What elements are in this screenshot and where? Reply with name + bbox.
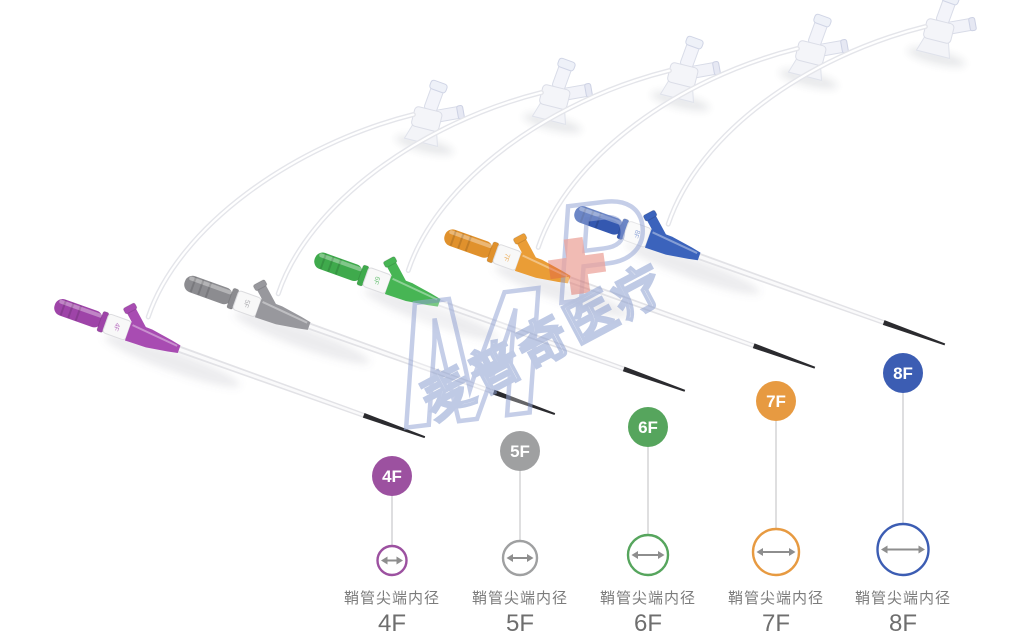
stopcock-shadow	[523, 113, 582, 134]
dilator-tip	[882, 320, 946, 346]
dilator-cap	[54, 298, 103, 328]
sheath-hub	[644, 228, 701, 261]
device-shadow	[624, 242, 760, 295]
stopcock-valve	[523, 57, 593, 134]
annotation-column-8F: 8F 鞘管尖端内径 8F	[855, 353, 951, 632]
device-shadow	[494, 265, 630, 318]
tip-size-value: 8F	[889, 610, 917, 632]
tip-inner-diameter-caption: 鞘管尖端内径	[472, 590, 568, 607]
size-badge-label: 7F	[766, 392, 786, 411]
extension-tube	[665, 24, 928, 227]
hub-collar	[232, 290, 262, 317]
dilator-tip	[752, 343, 816, 369]
hub-collar	[362, 267, 392, 294]
tip-size-value: 7F	[762, 610, 790, 632]
watermark-letter-p: P	[544, 169, 655, 333]
device-6F: 6F	[314, 252, 686, 392]
tip-size-value: 6F	[634, 610, 662, 632]
size-badge-label: 5F	[510, 442, 530, 461]
sheath-hub	[124, 321, 181, 354]
tip-inner-diameter-caption: 鞘管尖端内径	[855, 590, 951, 607]
tip-size-value: 4F	[378, 610, 406, 632]
watermark-letter-m: M	[383, 250, 558, 466]
dilator-cap	[444, 229, 493, 258]
device-8F: 8F	[574, 206, 946, 346]
dilator-cap	[184, 275, 233, 305]
annotation-column-5F: 5F 鞘管尖端内径 5F	[472, 431, 568, 632]
device-7F: 7F	[444, 229, 816, 369]
device-shadow	[364, 288, 500, 341]
dilator-tip	[362, 412, 426, 439]
annotation-column-7F: 7F 鞘管尖端内径 7F	[728, 381, 824, 632]
dilator-tip	[622, 366, 686, 392]
stopcock-shadow	[395, 135, 454, 156]
tip-size-value: 5F	[506, 610, 534, 632]
stopcock-valve	[651, 35, 721, 112]
collar-size-print: 5F	[241, 298, 250, 308]
device-5F: 5F	[184, 275, 556, 415]
size-badge-label: 6F	[638, 418, 658, 437]
tip-inner-diameter-caption: 鞘管尖端内径	[728, 590, 824, 607]
stopcock-shadow	[907, 47, 966, 68]
size-badge-label: 8F	[893, 364, 913, 383]
extension-tube	[405, 68, 672, 274]
tip-inner-diameter-caption: 鞘管尖端内径	[344, 590, 440, 607]
tip-inner-diameter-caption: 鞘管尖端内径	[600, 590, 696, 607]
stopcock-shadow	[779, 69, 838, 90]
device-shadow	[234, 311, 370, 364]
size-badge	[883, 353, 923, 393]
sheath-hub	[384, 275, 441, 307]
dilator-tip	[492, 389, 556, 415]
stopcock-valve	[779, 13, 849, 90]
device-4F: 4F	[54, 298, 426, 439]
stopcock-valve	[395, 79, 465, 156]
sheath-hub	[514, 252, 571, 284]
dilator-cap	[574, 206, 623, 235]
size-badge	[372, 456, 412, 496]
annotation-column-6F: 6F 鞘管尖端内径 6F	[600, 407, 696, 632]
size-badge-label: 4F	[382, 467, 402, 486]
stopcock-valve	[907, 0, 977, 68]
extension-tube	[535, 46, 800, 250]
size-badge	[500, 431, 540, 471]
extension-tube	[145, 112, 416, 320]
collar-size-print: 7F	[501, 252, 510, 262]
stopcock-shadow	[651, 91, 710, 112]
collar-size-print: 4F	[111, 322, 120, 332]
watermark-red-cross	[547, 236, 607, 296]
size-badge	[628, 407, 668, 447]
annotation-column-4F: 4F 鞘管尖端内径 4F	[344, 456, 440, 632]
collar-size-print: 6F	[371, 275, 380, 285]
dilator-cap	[314, 252, 363, 281]
sheath-hub	[254, 298, 311, 330]
device-shadow	[104, 334, 240, 388]
size-badge	[756, 381, 796, 421]
extension-tube	[275, 90, 544, 297]
collar-size-print: 8F	[631, 229, 640, 239]
